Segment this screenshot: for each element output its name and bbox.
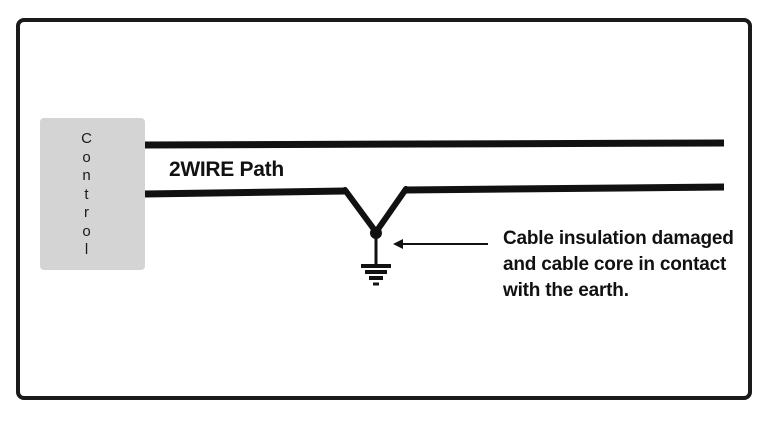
arrow-left-icon	[393, 239, 488, 249]
fault-line-right	[373, 186, 409, 235]
fault-line-left	[342, 187, 379, 235]
fault-note: Cable insulation damaged and cable core …	[503, 226, 743, 304]
control-letter: t	[84, 185, 89, 203]
bottom-wire-right	[405, 183, 725, 194]
control-letter: C	[81, 130, 92, 147]
fault-note-line: Cable insulation damaged	[503, 228, 734, 249]
control-box	[40, 118, 145, 270]
bottom-wire-left	[144, 187, 346, 198]
ground-icon	[361, 264, 391, 286]
control-letter: r	[84, 204, 89, 221]
top-wire	[144, 139, 725, 149]
control-label: C o n t r o l	[40, 130, 133, 260]
control-letter: o	[82, 148, 91, 166]
control-letter: o	[82, 222, 91, 240]
path-label: 2WIRE Path	[169, 158, 284, 181]
fault-note-line: and cable core in contact	[503, 254, 727, 275]
fault-note-line: with the earth.	[503, 280, 629, 301]
control-letter: n	[82, 167, 91, 184]
control-letter: l	[84, 241, 89, 258]
